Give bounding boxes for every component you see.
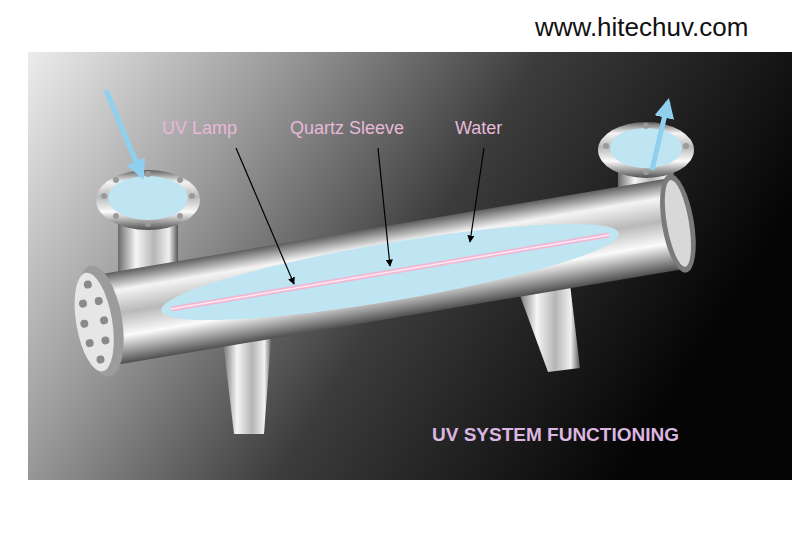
support-leg (518, 284, 580, 372)
leader-line (236, 148, 294, 284)
outlet-flange (598, 122, 694, 178)
background-panel (28, 52, 792, 480)
quartz-sleeve (171, 235, 609, 309)
uv-chamber (67, 165, 703, 380)
website-watermark: www.hitechuv.com (535, 12, 748, 43)
water-volume (156, 205, 623, 340)
leader-line (378, 148, 390, 266)
inflow-arrow (106, 90, 142, 176)
part-label: UV Lamp (162, 118, 237, 139)
diagram-title: UV SYSTEM FUNCTIONING (432, 424, 679, 446)
uv-lamp (171, 235, 609, 309)
inlet-flange (96, 170, 200, 230)
part-label: Water (455, 118, 502, 139)
leader-line (470, 148, 484, 242)
part-label: Quartz Sleeve (290, 118, 404, 139)
outflow-arrow (652, 102, 668, 170)
